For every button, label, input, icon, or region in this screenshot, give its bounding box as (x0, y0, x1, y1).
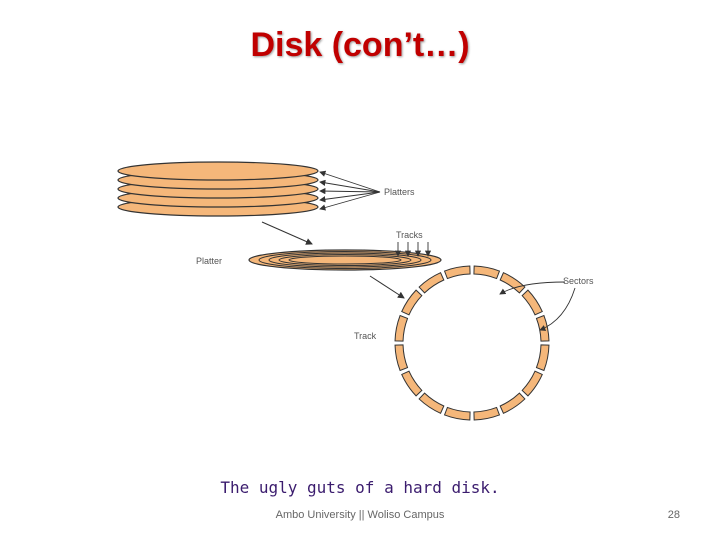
sector (394, 344, 409, 372)
track-label: Track (354, 331, 377, 341)
tracks-arrows (394, 242, 432, 257)
slide-title: Disk (con’t…) (250, 26, 470, 64)
track-sectors (394, 265, 550, 421)
sectors-arrow-top (499, 281, 566, 295)
platters-arrows (319, 170, 381, 211)
sector (499, 392, 526, 414)
platter-stack (117, 161, 319, 217)
sector (473, 406, 501, 421)
sector (521, 370, 543, 397)
sector (473, 265, 501, 280)
sector (418, 272, 445, 294)
sector (535, 344, 550, 372)
footer-text: Ambo University || Woliso Campus (275, 509, 445, 521)
sector (499, 272, 526, 294)
sectors-label: Sectors (563, 276, 594, 286)
single-platter (248, 249, 442, 271)
sector (535, 314, 550, 342)
platter-label: Platter (196, 256, 222, 266)
sector (401, 370, 423, 397)
stack-to-platter-arrow (261, 221, 313, 245)
platter-to-track-arrow (369, 275, 405, 299)
sector (521, 289, 543, 316)
tracks-label: Tracks (396, 230, 423, 240)
sector (443, 265, 471, 280)
sector (418, 392, 445, 414)
platters-label: Platters (384, 187, 415, 197)
sectors-arrow-side (539, 287, 576, 331)
page-number: 28 (667, 509, 680, 521)
figure-caption: The ugly guts of a hard disk. (220, 478, 500, 497)
sector (394, 314, 409, 342)
sector (401, 289, 423, 316)
sector (443, 406, 471, 421)
